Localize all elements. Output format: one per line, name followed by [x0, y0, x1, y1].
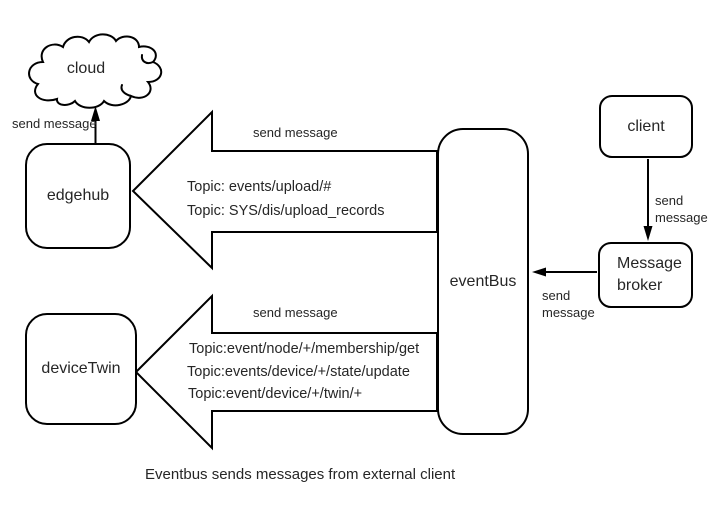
topic-label: Topic:event/device/+/twin/+ [188, 386, 363, 402]
edgehub-label: edgehub [46, 187, 110, 204]
topic-label: Topic: SYS/dis/upload_records [187, 203, 385, 219]
topic-label: Topic:events/device/+/state/update [187, 364, 410, 380]
node-devicetwin: deviceTwin [25, 313, 137, 425]
edge-label-client-to-broker: send message [655, 193, 708, 225]
arrowhead-down-icon [643, 226, 653, 241]
message-broker-label: Message broker [617, 255, 682, 294]
devicetwin-label: deviceTwin [41, 360, 121, 377]
node-message-broker: Message broker [598, 242, 693, 308]
node-edgehub: edgehub [25, 143, 131, 249]
edge-label-broker-to-eventbus: send message [542, 288, 595, 320]
cloud-label: cloud [66, 60, 106, 77]
node-client: client [599, 95, 693, 158]
diagram-caption: Eventbus sends messages from external cl… [145, 466, 456, 483]
cloud-shape [28, 33, 163, 109]
edge-label-edgehub-to-cloud: send message [12, 116, 97, 131]
arrow-edgehub-to-cloud [91, 106, 100, 144]
client-label: client [627, 117, 665, 135]
topic-label: Topic: events/upload/# [187, 179, 332, 195]
arrowhead-up-icon [91, 106, 100, 121]
arrowhead-left-icon [532, 267, 546, 277]
node-eventbus: eventBus [437, 128, 529, 435]
eventbus-label: eventBus [449, 272, 517, 290]
topic-label: Topic:event/node/+/membership/get [189, 341, 420, 357]
edge-label-eventbus-to-devicetwin: send message [253, 305, 338, 320]
edge-label-eventbus-to-edgehub: send message [253, 125, 338, 140]
arrow-client-to-broker [643, 159, 653, 241]
arrow-broker-to-eventbus [532, 267, 597, 277]
